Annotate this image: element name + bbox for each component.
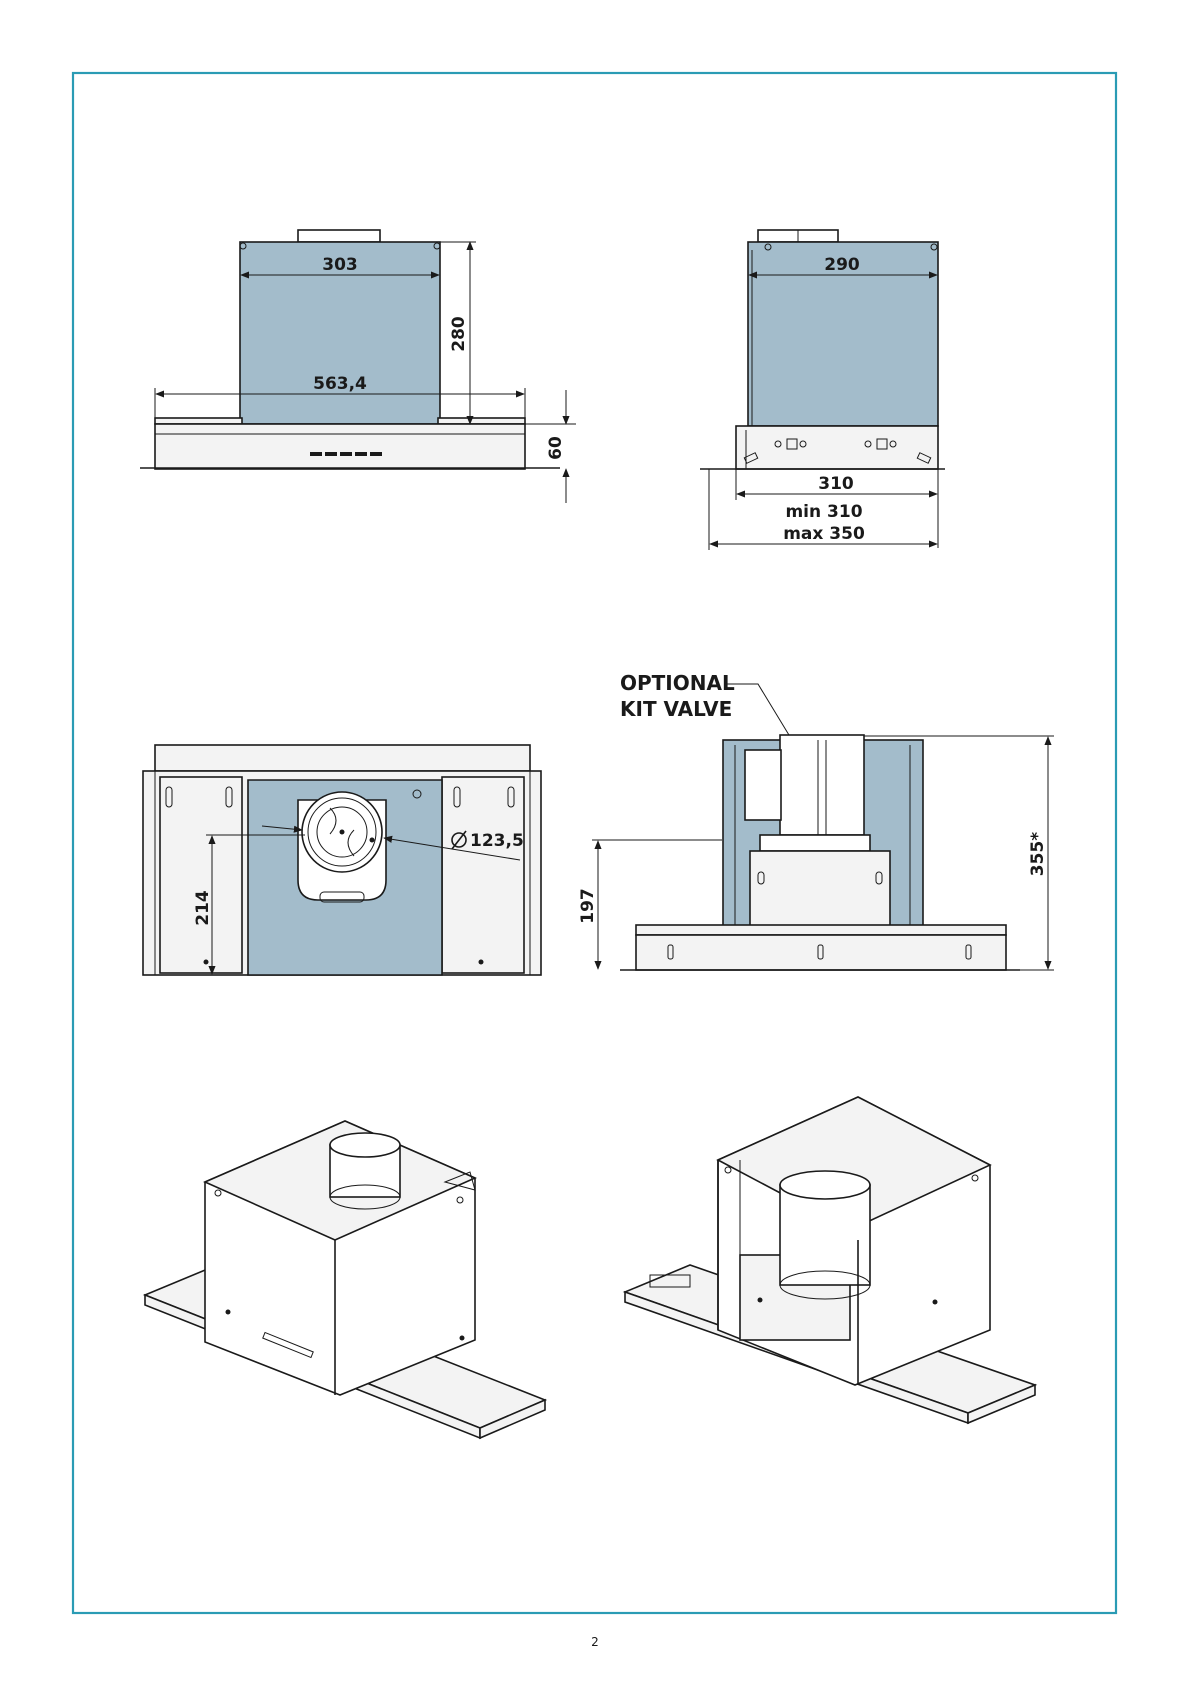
dimension-355: 355* [1028,832,1048,876]
dimension-563-4: 563,4 [313,374,367,394]
bottom-view: 214 123,5 [143,745,541,975]
label-max-350: max 350 [783,524,865,544]
side-view: 290 310 min 310 max 350 [700,230,945,550]
dimension-310: 310 [818,474,854,494]
front-view: 303 280 563,4 60 [140,230,576,503]
dimension-197: 197 [578,888,598,924]
callout-kit-valve: KIT VALVE [620,697,732,721]
dimension-214: 214 [193,890,213,926]
page-number: 2 [591,1635,599,1649]
label-min-310: min 310 [785,502,862,522]
dimension-303: 303 [322,255,358,275]
dimension-60: 60 [546,436,566,460]
dimension-123-5: 123,5 [470,831,524,851]
side-kit-view: OPTIONAL KIT VALVE 197 355* [578,671,1054,970]
callout-optional: OPTIONAL [620,671,735,695]
front-indicator-lights [310,452,382,456]
dimension-280: 280 [449,316,469,352]
dimension-290: 290 [824,255,860,275]
isometric-view-right [625,1097,1035,1423]
isometric-view-left [145,1121,545,1438]
